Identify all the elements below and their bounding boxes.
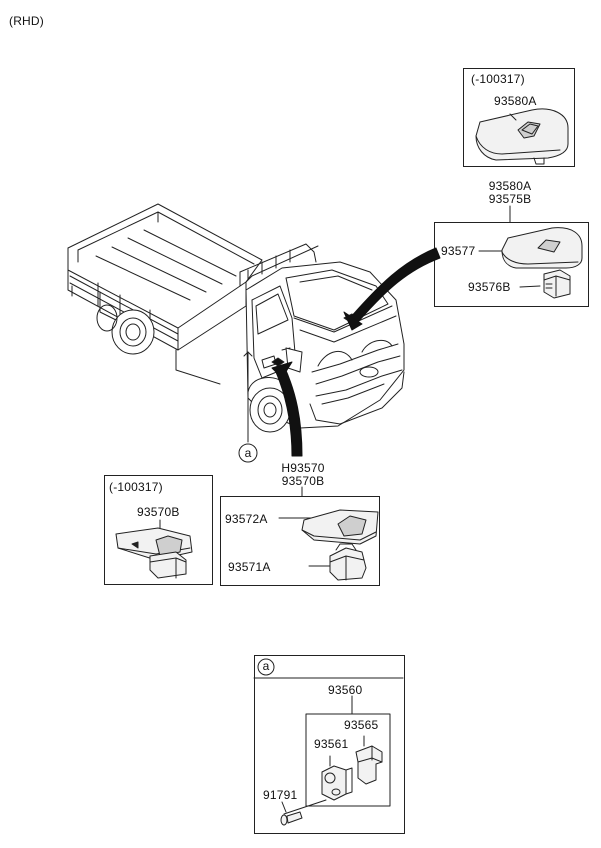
center-part-box bbox=[220, 496, 380, 586]
switch-panel-93577 bbox=[502, 228, 582, 268]
detail-assembly bbox=[254, 659, 403, 825]
marker-a-circle bbox=[239, 444, 257, 462]
left-box-date-label: (-100317) bbox=[109, 480, 163, 494]
part-number-93580a-top: 93580A bbox=[494, 94, 537, 108]
variant-label: (RHD) bbox=[9, 14, 44, 28]
part-number-93570b-left: 93570B bbox=[137, 505, 180, 519]
part-number-93577: 93577 bbox=[441, 244, 476, 258]
center-group-title-2: 93570B bbox=[281, 474, 325, 488]
right-group-title-2: 93575B bbox=[488, 192, 532, 206]
part-number-93561: 93561 bbox=[314, 737, 349, 751]
right-part-box bbox=[434, 222, 589, 307]
arrow-to-right-group bbox=[350, 248, 440, 322]
detail-marker-a: a bbox=[244, 446, 252, 460]
arrow-to-center-group bbox=[276, 366, 302, 456]
switch-panel-93580a-top bbox=[476, 109, 568, 164]
part-number-93571a: 93571A bbox=[228, 560, 271, 574]
switch-93571a bbox=[330, 544, 366, 580]
part-number-93565: 93565 bbox=[344, 718, 379, 732]
part-number-93560: 93560 bbox=[328, 683, 363, 697]
center-group-title-1: H93570 bbox=[281, 461, 325, 475]
left-part-box bbox=[104, 475, 213, 585]
part-number-93572a: 93572A bbox=[225, 512, 268, 526]
switch-93576b bbox=[544, 270, 570, 298]
part-number-93576b: 93576B bbox=[468, 280, 511, 294]
part-number-91791: 91791 bbox=[263, 788, 298, 802]
right-group-title-1: 93580A bbox=[488, 179, 532, 193]
detail-box bbox=[254, 655, 405, 834]
top-box-date-label: (-100317) bbox=[471, 72, 525, 86]
switch-assembly-93570b-left bbox=[116, 520, 192, 578]
top-part-box bbox=[463, 68, 575, 167]
switch-panel-93572a bbox=[302, 510, 378, 544]
detail-box-marker-a: a bbox=[262, 659, 270, 673]
